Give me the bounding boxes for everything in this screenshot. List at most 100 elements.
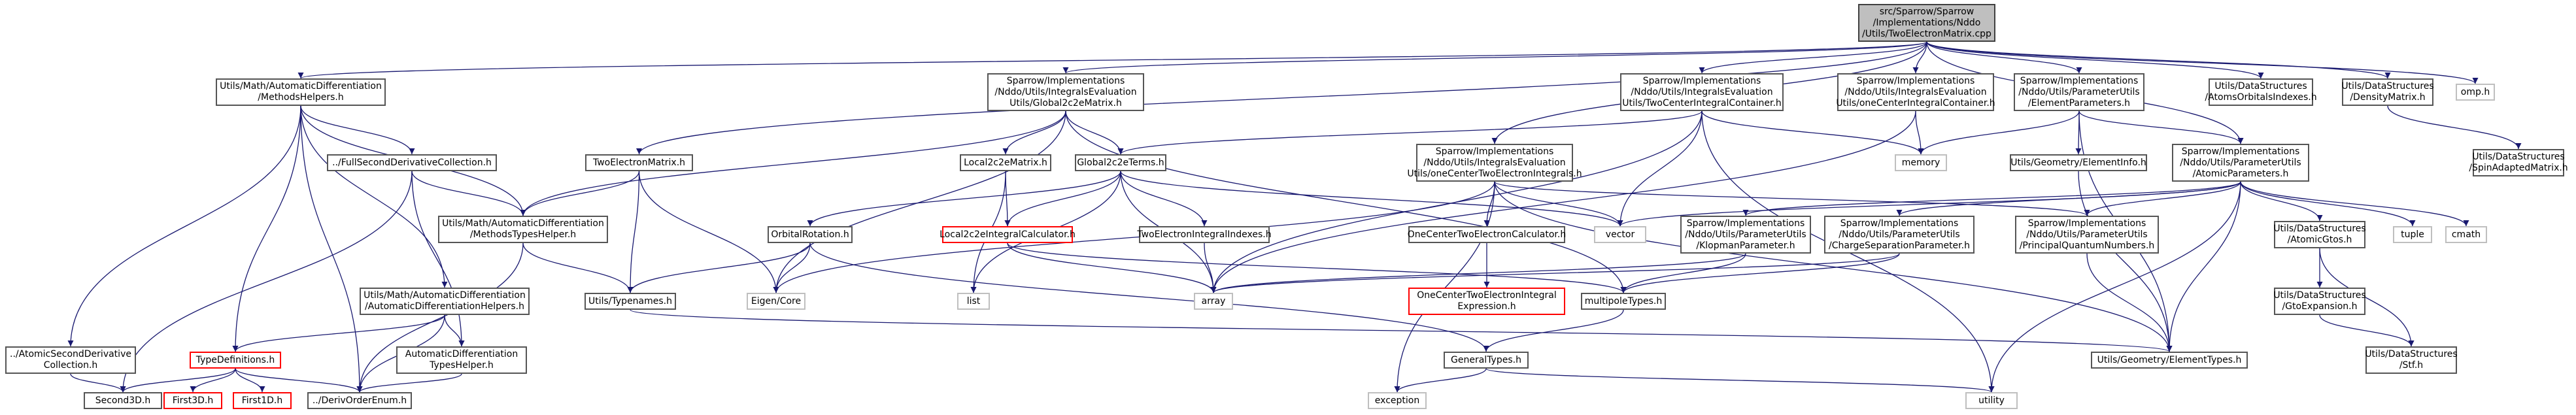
edge-methods_helpers-to-full_second_derivative_collection — [300, 105, 415, 155]
edge-one_center_two_electron_integrals-to-eigen_core — [773, 181, 1495, 293]
klopman-parameter-node[interactable]: Sparrow/Implementations /Nddo/Utils/Para… — [1680, 216, 1811, 254]
omp-node[interactable]: omp.h — [2456, 84, 2495, 101]
edge-one_center_two_electron_integrals-to-exception — [1394, 181, 1495, 393]
charge-separation-parameter-node[interactable]: Sparrow/Implementations /Nddo/Utils/Para… — [1824, 216, 1974, 254]
first1d-node[interactable]: First1D.h — [233, 392, 292, 409]
one-center-two-electron-calculator-node[interactable]: OneCenterTwoElectronCalculator.h — [1408, 226, 1566, 243]
edge-root-to-omp — [1926, 41, 2479, 84]
full-second-derivative-collection-node[interactable]: ../FullSecondDerivativeCollection.h — [327, 154, 497, 171]
multipole-types-node[interactable]: multipoleTypes.h — [1581, 293, 1666, 310]
local2c2e-matrix-node[interactable]: Local2c2eMatrix.h — [960, 154, 1051, 171]
edge-full_second_derivative_collection-to-methods_types_helper — [411, 171, 526, 216]
atoms-orbitals-indexes-node[interactable]: Utils/DataStructures /AtomsOrbitalsIndex… — [2205, 78, 2317, 106]
element-types-node[interactable]: Utils/Geometry/ElementTypes.h — [2091, 352, 2248, 369]
edge-element_info-to-element_types — [2078, 171, 2173, 352]
edge-global2c2e_matrix-to-methods_types_helper — [520, 110, 1066, 216]
methods-helpers-node[interactable]: Utils/Math/AutomaticDifferentiation /Met… — [216, 78, 386, 106]
gto-expansion-node[interactable]: Utils/DataStructures /GtoExpansion.h — [2273, 288, 2366, 315]
atomic-parameters-node[interactable]: Sparrow/Implementations /Nddo/Utils/Para… — [2172, 144, 2309, 182]
edge-automatic_differentiation_types_helper-to-deriv_order_enum — [356, 373, 462, 393]
edge-two_electron_integral_indexes-to-array — [1204, 242, 1217, 293]
stf-node[interactable]: Utils/DataStructures /Stf.h — [2365, 346, 2458, 374]
edge-atomic_parameters-to-tuple — [2240, 181, 2416, 227]
atomic-second-derivative-collection-node[interactable]: ../AtomicSecondDerivative Collection.h — [5, 346, 136, 374]
density-matrix-node[interactable]: Utils/DataStructures /DensityMatrix.h — [2341, 78, 2434, 106]
type-definitions-node[interactable]: TypeDefinitions.h — [190, 352, 281, 369]
edge-orbital_rotation-to-general_types — [809, 242, 1489, 352]
edge-atomic_second_derivative_collection-to-second3d — [70, 373, 126, 393]
edge-two_center_integral_container-to-memory — [1701, 110, 1924, 155]
two-electron-matrix-node[interactable]: TwoElectronMatrix.h — [585, 154, 693, 171]
two-center-integral-container-node[interactable]: Sparrow/Implementations /Nddo/Utils/Inte… — [1620, 73, 1784, 111]
edge-methods_helpers-to-type_definitions — [232, 105, 301, 352]
edge-multipole_types-to-general_types — [1483, 309, 1624, 352]
edge-one_center_integral_container-to-memory — [1915, 110, 1924, 155]
edge-general_types-to-utility — [1485, 368, 1995, 393]
utility-node[interactable]: utility — [1965, 392, 2018, 409]
edge-root-to-element_parameters — [1926, 41, 2082, 74]
edge-type_definitions-to-first3d — [190, 368, 236, 393]
edge-type_definitions-to-deriv_order_enum — [235, 368, 363, 393]
utils-typenames-node[interactable]: Utils/Typenames.h — [585, 293, 676, 310]
memory-node[interactable]: memory — [1895, 154, 1947, 171]
edge-type_definitions-to-first1d — [235, 368, 265, 393]
edge-global2c2e_terms-to-two_electron_integral_indexes — [1120, 171, 1208, 227]
edge-automatic_differentiation_helpers-to-type_definitions — [232, 314, 445, 352]
array-node[interactable]: array — [1194, 293, 1233, 310]
automatic-differentiation-types-helper-node[interactable]: AutomaticDifferentiation TypesHelper.h — [396, 346, 527, 374]
edge-methods_types_helper-to-utils_typenames — [522, 242, 634, 293]
edge-global2c2e_matrix-to-multipole_types — [1065, 110, 1627, 293]
eigen-core-node[interactable]: Eigen/Core — [747, 293, 805, 310]
edge-methods_helpers-to-automatic_differentiation_helpers — [300, 105, 448, 288]
exception-node[interactable]: exception — [1368, 392, 1427, 409]
edge-principal_quantum_numbers-to-element_types — [2086, 253, 2173, 352]
element-parameters-node[interactable]: Sparrow/Implementations /Nddo/Utils/Para… — [2014, 73, 2144, 111]
edge-two_electron_matrix-to-utils_typenames — [627, 171, 640, 293]
edge-atomic_parameters-to-charge_separation_parameter — [1896, 181, 2241, 216]
edge-root-to-atoms_orbitals_indexes — [1926, 41, 2264, 79]
edge-global2c2e_matrix-to-eigen_core — [773, 110, 1066, 293]
cmath-node[interactable]: cmath — [2445, 226, 2487, 243]
edge-global2c2e_matrix-to-local2c2e_matrix — [1002, 110, 1066, 155]
tuple-node[interactable]: tuple — [2393, 226, 2432, 243]
edge-methods_types_helper-to-deriv_order_enum — [356, 242, 524, 393]
edge-global2c2e_terms-to-orbital_rotation — [807, 171, 1121, 227]
principal-quantum-numbers-node[interactable]: Sparrow/Implementations /Nddo/Utils/Para… — [2015, 216, 2159, 254]
list-node[interactable]: list — [957, 293, 990, 310]
edge-root-to-one_center_integral_container — [1912, 41, 1927, 74]
edge-atomic_parameters-to-principal_quantum_numbers — [2084, 181, 2241, 216]
edge-methods_helpers-to-deriv_order_enum — [300, 105, 363, 393]
edge-utils_typenames-to-element_types — [630, 309, 2172, 352]
second3d-node[interactable]: Second3D.h — [84, 392, 162, 409]
edge-orbital_rotation-to-eigen_core — [773, 242, 811, 293]
spin-adapted-matrix-node[interactable]: Utils/DataStructures /SpinAdaptedMatrix.… — [2469, 149, 2568, 176]
global2c2e-terms-node[interactable]: Global2c2eTerms.h — [1075, 154, 1166, 171]
automatic-differentiation-helpers-node[interactable]: Utils/Math/AutomaticDifferentiation /Aut… — [360, 288, 530, 315]
edge-local2c2e_matrix-to-local2c2e_integral_calculator — [1004, 171, 1011, 227]
atomic-gtos-node[interactable]: Utils/DataStructures /AtomicGtos.h — [2273, 221, 2366, 248]
edge-charge_separation_parameter-to-array — [1210, 253, 1900, 293]
local2c2e-integral-calculator-node[interactable]: Local2c2eIntegralCalculator.h — [940, 226, 1076, 243]
general-types-node[interactable]: GeneralTypes.h — [1444, 352, 1529, 369]
methods-types-helper-node[interactable]: Utils/Math/AutomaticDifferentiation /Met… — [438, 216, 608, 243]
one-center-two-electron-integrals-node[interactable]: Sparrow/Implementations /Nddo/Utils/Inte… — [1407, 144, 1582, 182]
edge-local2c2e_integral_calculator-to-multipole_types — [1007, 242, 1627, 293]
edge-two_electron_matrix-to-methods_types_helper — [520, 171, 640, 216]
one-center-integral-container-node[interactable]: Sparrow/Implementations /Nddo/Utils/Inte… — [1836, 73, 1995, 111]
edge-root-to-density_matrix — [1926, 41, 2391, 79]
orbital-rotation-node[interactable]: OrbitalRotation.h — [768, 226, 853, 243]
edge-root-to-two_electron_matrix — [636, 41, 1927, 155]
element-info-node[interactable]: Utils/Geometry/ElementInfo.h — [2010, 154, 2147, 171]
vector-node[interactable]: vector — [1594, 226, 1646, 243]
edge-atomic_parameters-to-utility — [1988, 181, 2241, 393]
one-center-two-electron-integral-expression-node[interactable]: OneCenterTwoElectronIntegral Expression.… — [1408, 288, 1565, 315]
two-electron-integral-indexes-node[interactable]: TwoElectronIntegralIndexes.h — [1137, 226, 1272, 243]
edge-full_second_derivative_collection-to-second3d — [120, 171, 413, 393]
edge-two_center_integral_container-to-global2c2e_terms — [1117, 110, 1703, 155]
edge-methods_helpers-to-atomic_second_derivative_collection — [67, 105, 301, 347]
global2c2e-matrix-node[interactable]: Sparrow/Implementations /Nddo/Utils/Inte… — [987, 73, 1144, 111]
first3d-node[interactable]: First3D.h — [163, 392, 222, 409]
deriv-order-enum-node[interactable]: ../DerivOrderEnum.h — [307, 392, 412, 409]
edge-two_center_integral_container-to-vector — [1617, 110, 1703, 227]
